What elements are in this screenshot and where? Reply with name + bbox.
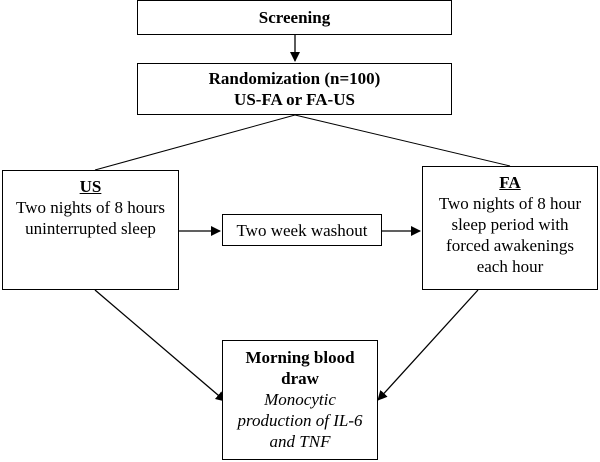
screening-box: Screening xyxy=(137,0,452,35)
blood-draw-outcome-line: and TNF xyxy=(269,432,331,451)
blood-draw-outcome-line: Monocytic xyxy=(264,390,336,409)
fa-description-line: sleep period with xyxy=(451,215,569,234)
arrow-fa-to-blood-draw xyxy=(377,289,479,401)
screening-title: Screening xyxy=(258,8,331,27)
blood-draw-title-line: draw xyxy=(281,369,319,388)
fa-heading: FA xyxy=(499,173,521,192)
blood-draw-outcome-line: production of IL-6 xyxy=(237,411,363,430)
line-randomization-to-fa xyxy=(294,114,511,167)
randomization-box: Randomization (n=100) US-FA or FA-US xyxy=(137,63,452,115)
fa-description-line: Two nights of 8 hour xyxy=(438,194,582,213)
blood-draw-title-line: Morning blood xyxy=(245,348,355,367)
fa-description-line: forced awakenings xyxy=(446,236,574,255)
us-description-line: uninterrupted sleep xyxy=(25,219,156,238)
blood-draw-box: Morning blood draw Monocytic production … xyxy=(222,340,378,460)
randomization-title: Randomization (n=100) xyxy=(208,69,381,88)
us-condition-box: US Two nights of 8 hours uninterrupted s… xyxy=(2,170,179,290)
fa-description-line: each hour xyxy=(476,257,544,276)
us-heading: US xyxy=(79,177,102,196)
us-description-line: Two nights of 8 hours xyxy=(16,198,165,217)
fa-condition-box: FA Two nights of 8 hour sleep period wit… xyxy=(422,166,598,290)
washout-label: Two week washout xyxy=(236,220,368,240)
washout-box: Two week washout xyxy=(222,214,382,246)
randomization-subtitle: US-FA or FA-US xyxy=(234,90,355,109)
line-randomization-to-us xyxy=(94,114,296,171)
arrow-us-to-blood-draw xyxy=(94,289,226,402)
